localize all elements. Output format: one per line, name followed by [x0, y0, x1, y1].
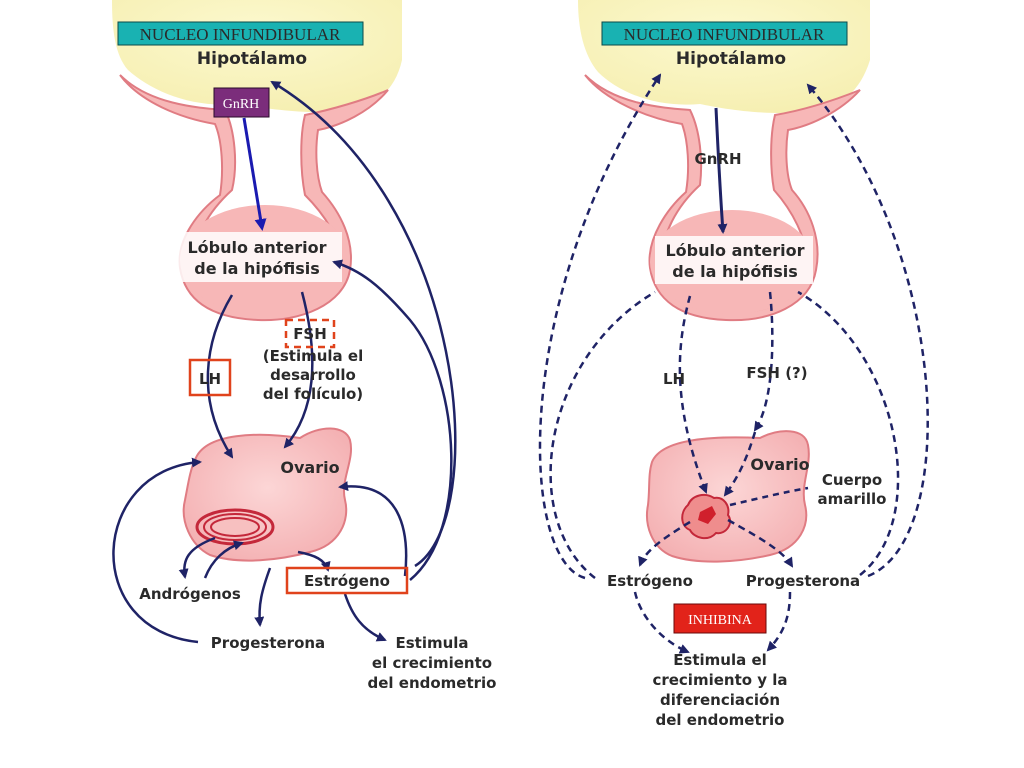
fsh-desc-line2: desarrollo	[270, 366, 356, 384]
androgenos-label: Andrógenos	[139, 585, 241, 603]
fsh-highlight-box	[284, 318, 336, 349]
right-lh-arrow	[678, 295, 708, 494]
left-estrogeno-label: Estrógeno	[304, 572, 390, 590]
right-endometrio-line1: Estimula el	[673, 651, 767, 669]
right-estrogeno-to-endometrio-arrow	[633, 591, 690, 654]
left-nucleo-label: NUCLEO INFUNDIBULAR	[140, 25, 341, 44]
right-fsh-label: FSH (?)	[746, 364, 807, 382]
estrogeno-to-hipotalamo-feedback-arrow	[270, 80, 457, 568]
right-endometrio-line3: diferenciación	[660, 691, 780, 709]
right-lobulo-label-line2: de la hipófisis	[672, 262, 797, 281]
right-ovary-shape	[646, 430, 810, 563]
right-fsh-to-corpus-arrow	[723, 431, 757, 497]
estrogeno-to-endometrio-arrow	[343, 593, 387, 642]
corpus-to-progesterona-arrow	[727, 518, 794, 568]
follicle-icon	[195, 508, 275, 546]
left-endometrio-line1: Estimula	[395, 634, 468, 652]
lh-arrow	[206, 294, 234, 459]
lh-highlight-box	[188, 358, 232, 397]
right-ovario-label: Ovario	[750, 455, 809, 474]
left-lobulo-label-line2: de la hipófisis	[194, 259, 319, 278]
gnrh-label-box	[213, 87, 270, 118]
left-ovario-label: Ovario	[280, 458, 339, 477]
progesterona-to-hipotalamo-dashed-arrow	[806, 83, 929, 578]
right-estrogeno-label: Estrógeno	[607, 572, 693, 590]
estrogeno-highlight-box	[285, 566, 409, 595]
fsh-arrow	[283, 291, 314, 449]
corpus-to-estrogeno-arrow	[638, 520, 691, 567]
right-arrows	[538, 73, 929, 654]
estrogeno-to-ovario-feedback-arrow	[338, 481, 408, 577]
right-endometrio-line2: crecimiento y la	[652, 671, 787, 689]
right-fsh-arrow	[753, 291, 774, 432]
right-nucleo-label: NUCLEO INFUNDIBULAR	[624, 25, 825, 44]
left-endometrio-line3: del endometrio	[368, 674, 497, 692]
gnrh-arrow	[242, 117, 267, 231]
right-endometrio-line4: del endometrio	[656, 711, 785, 729]
ovary-to-androgenos-arrow	[178, 536, 216, 579]
right-gnrh-label: GnRH	[694, 150, 741, 168]
cuerpo-amarillo-line1: Cuerpo	[822, 471, 882, 489]
progesterona-to-hipofisis-dashed-arrow	[797, 290, 900, 576]
inhibina-label: INHIBINA	[688, 613, 753, 628]
right-progesterona-label: Progesterona	[746, 572, 860, 590]
right-progesterona-to-endometrio-arrow	[766, 591, 792, 652]
right-nucleo-label-box	[601, 21, 848, 46]
left-hipotalamo-label: Hipotálamo	[197, 49, 307, 69]
left-lobulo-label-line1: Lóbulo anterior	[187, 238, 326, 257]
right-lh-label: LH	[663, 370, 685, 388]
inhibina-label-box	[673, 603, 767, 634]
corpus-luteum-icon	[681, 493, 732, 540]
left-fsh-label: FSH	[293, 325, 327, 343]
cuerpo-amarillo-line2: amarillo	[817, 490, 886, 508]
left-progesterona-label: Progesterona	[211, 634, 325, 652]
estrogeno-to-hipofisis-feedback-arrow	[332, 259, 453, 581]
left-nucleo-label-box	[117, 21, 364, 46]
right-lobulo-label-bg	[655, 236, 813, 284]
gnrh-label: GnRH	[223, 97, 260, 112]
left-lh-label: LH	[199, 370, 221, 388]
progesterona-to-ovario-feedback-arrow	[112, 457, 202, 644]
left-endometrio-line2: el crecimiento	[372, 654, 492, 672]
right-lobulo-label-line1: Lóbulo anterior	[665, 241, 804, 260]
right-gnrh-arrow	[714, 107, 728, 234]
estrogeno-to-hipofisis-dashed-arrow	[549, 290, 656, 579]
ovary-to-progesterona-arrow	[254, 567, 272, 627]
estrogeno-to-hipotalamo-dashed-arrow	[538, 73, 662, 580]
androgenos-to-follicle-arrow	[203, 540, 244, 579]
left-lobulo-label-bg	[172, 232, 342, 282]
left-diagram: NUCLEO INFUNDIBULAR Hipotálamo GnRH Lóbu…	[112, 0, 497, 692]
fsh-desc-line3: del folículo)	[263, 385, 363, 403]
right-hipotalamo-label: Hipotálamo	[676, 49, 786, 69]
fsh-desc-line1: (Estimula el	[263, 347, 363, 365]
right-diagram: NUCLEO INFUNDIBULAR Hipotálamo GnRH Lóbu…	[538, 0, 929, 729]
